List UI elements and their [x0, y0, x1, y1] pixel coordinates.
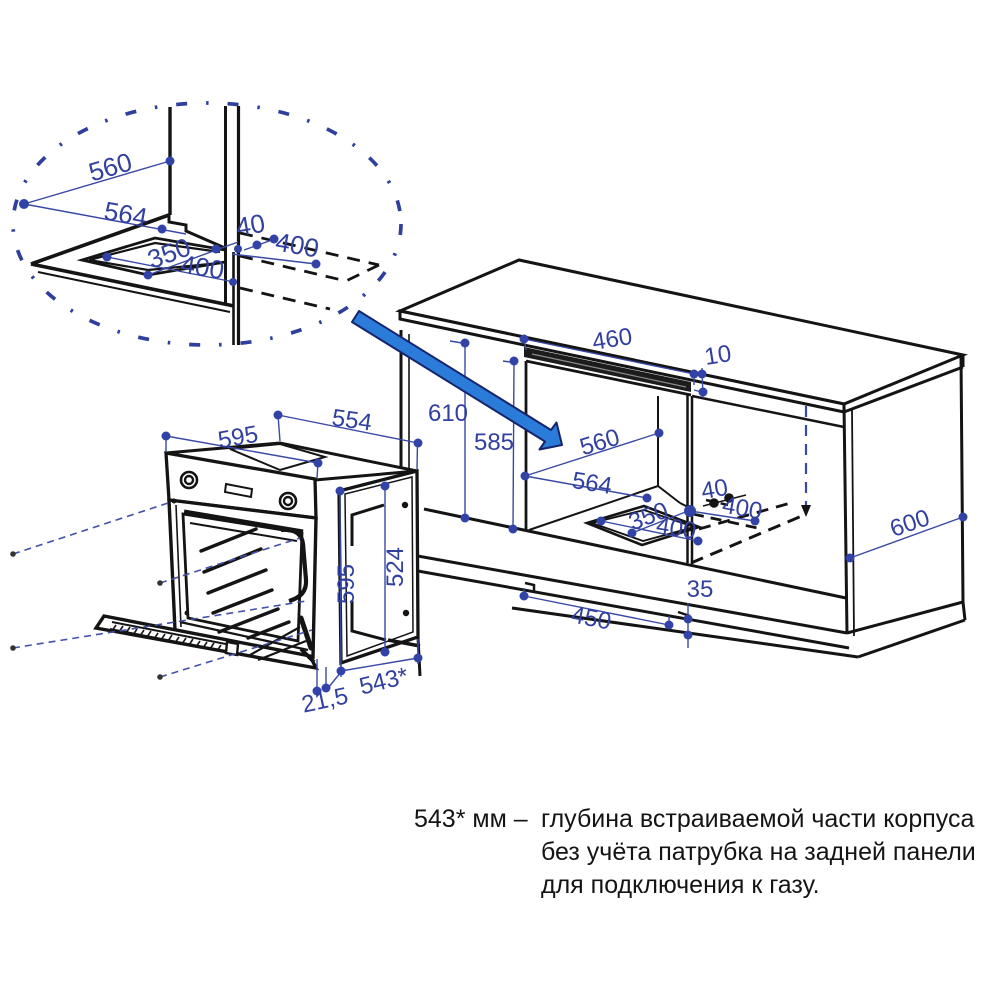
svg-text:глубина встраиваемой части кор: глубина встраиваемой части корпуса	[541, 805, 974, 833]
svg-text:564: 564	[102, 195, 150, 232]
svg-text:610: 610	[428, 400, 468, 427]
svg-text:40: 40	[234, 208, 268, 243]
svg-text:564: 564	[570, 467, 614, 500]
svg-text:460: 460	[590, 323, 634, 356]
svg-text:524: 524	[382, 547, 409, 587]
svg-text:для подключения к газу.: для подключения к газу.	[541, 871, 820, 899]
svg-text:554: 554	[330, 404, 373, 436]
svg-text:400: 400	[179, 249, 227, 285]
svg-text:400: 400	[654, 512, 698, 545]
svg-text:без учёта патрубка на задней п: без учёта патрубка на задней панели	[541, 838, 976, 866]
svg-text:585: 585	[474, 429, 514, 456]
svg-text:35: 35	[687, 576, 714, 603]
svg-text:595: 595	[333, 564, 360, 604]
svg-text:10: 10	[703, 340, 734, 371]
svg-text:40: 40	[699, 474, 730, 505]
svg-text:400: 400	[273, 226, 321, 263]
svg-text:543* мм –: 543* мм –	[414, 805, 528, 833]
